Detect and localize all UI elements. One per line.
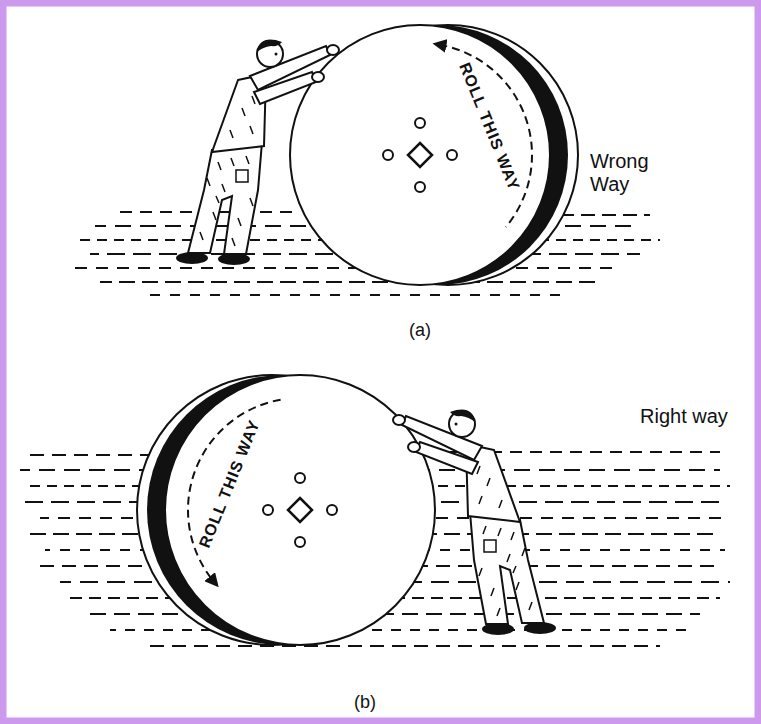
verdict-label: Right way [640,405,728,428]
cable-drum-a-part [290,25,550,285]
cable-drum-b [137,375,435,645]
cable-drum-b-part [188,400,281,582]
ground-b-part [150,645,660,647]
worker-b [393,410,556,635]
ground-a-part [75,267,620,269]
ground-a-part [560,214,650,216]
frame [3,3,758,721]
cable-drum-b-part [295,473,305,483]
verdict-label: Wrong Way [590,150,662,196]
cable-drum-b-part [327,505,337,515]
cable-drum-b-part [288,498,312,522]
ground-b-part [110,629,690,631]
cable-drum-a-part [447,150,457,160]
panel-label: (a) [409,320,431,341]
cable-drum-a-part [383,150,393,160]
ground-b-part [90,613,700,615]
cable-drum-a-part [415,118,425,128]
cable-drum-a [290,25,578,285]
ground-a-part [100,281,600,283]
panel-label: (b) [354,692,376,713]
cable-drum-b-part [263,505,273,515]
cable-drum-a-part [408,143,432,167]
worker-a [176,40,339,265]
cable-drum-a-part [415,182,425,192]
ground-a-part [150,294,560,296]
cable-drum-a-part [439,45,532,227]
cable-drum-b-part [295,537,305,547]
